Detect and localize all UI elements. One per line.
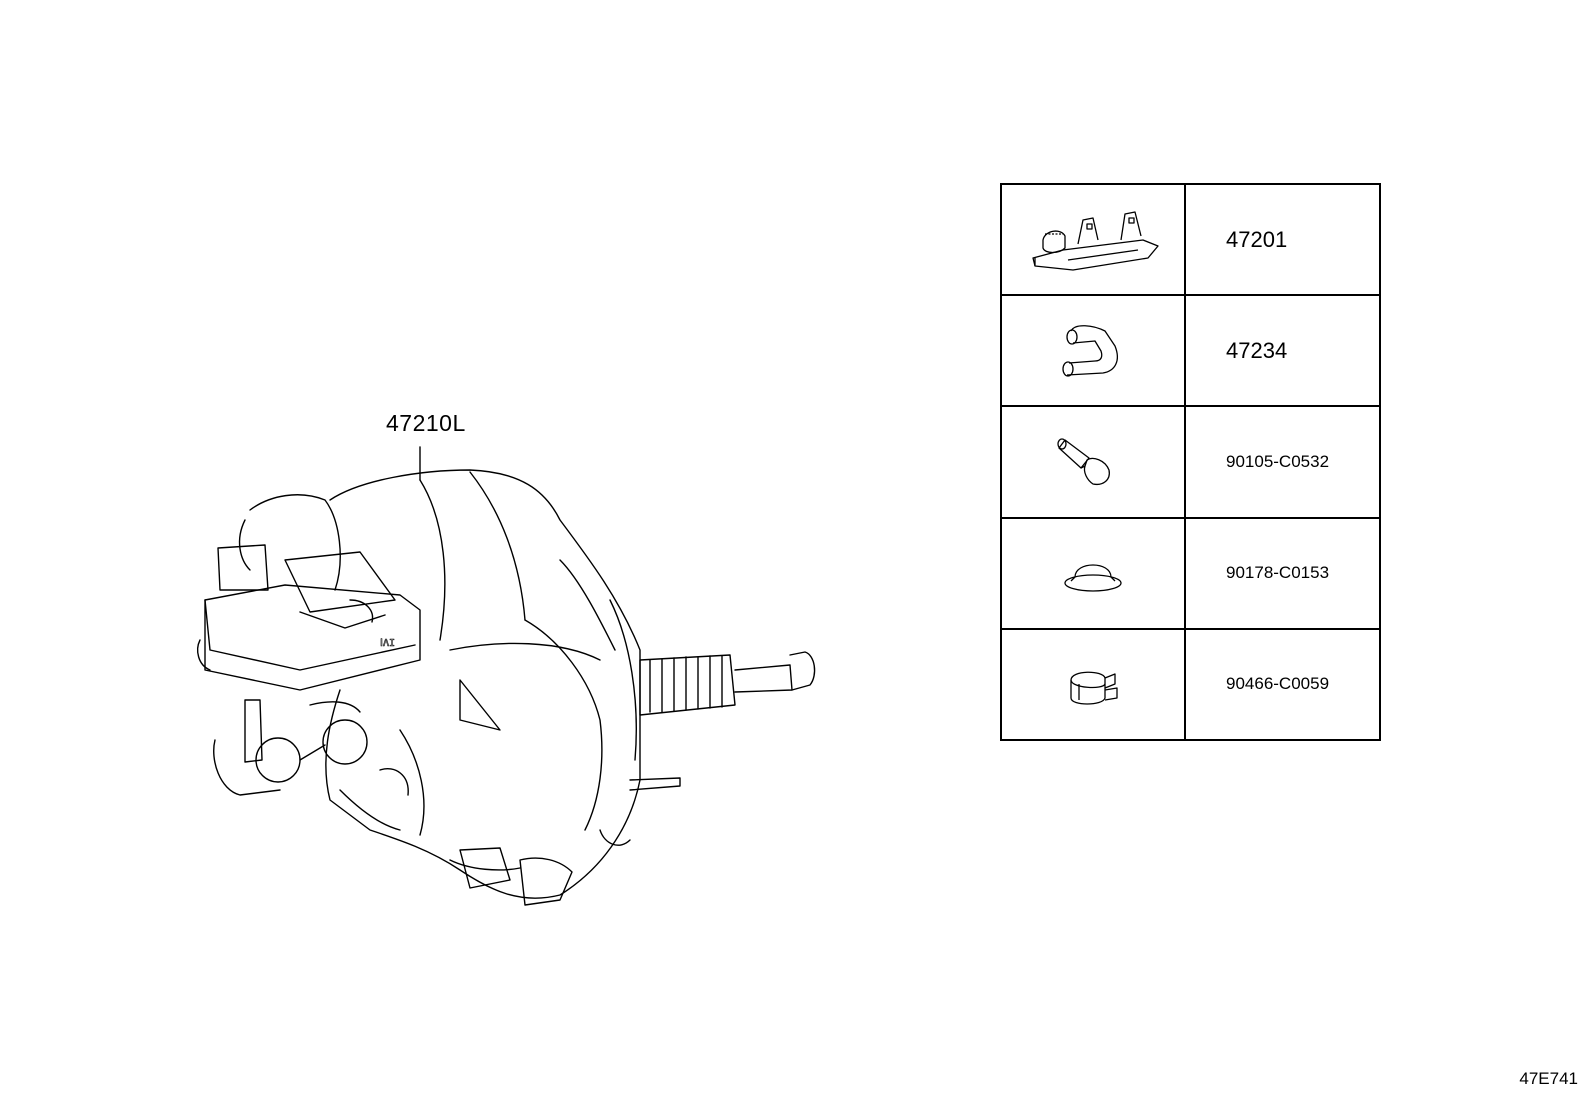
table-row[interactable]: 90105-C0532 [1000,405,1381,519]
table-row[interactable]: 90178-C0153 [1000,516,1381,630]
table-row[interactable]: 47201 [1000,182,1381,297]
cap-icon [1000,516,1186,630]
svg-text:ⵏΛI: ⵏΛI [380,638,395,649]
reservoir-bracket-icon [1000,182,1186,297]
parts-table: 47201 47234 [1000,182,1381,742]
part-number: 90466-C0059 [1184,627,1381,742]
diagram-code: 47E741 [1519,1069,1578,1088]
table-row[interactable]: 90466-C0059 [1000,627,1381,742]
part-number: 47234 [1184,294,1381,408]
hose-icon [1000,294,1186,408]
part-number: 47201 [1184,182,1381,297]
table-row[interactable]: 47234 [1000,294,1381,408]
part-number: 90178-C0153 [1184,516,1381,630]
bolt-icon [1000,405,1186,519]
part-number: 90105-C0532 [1184,405,1381,519]
main-part-number[interactable]: 47210L [386,410,466,436]
clip-icon [1000,627,1186,742]
